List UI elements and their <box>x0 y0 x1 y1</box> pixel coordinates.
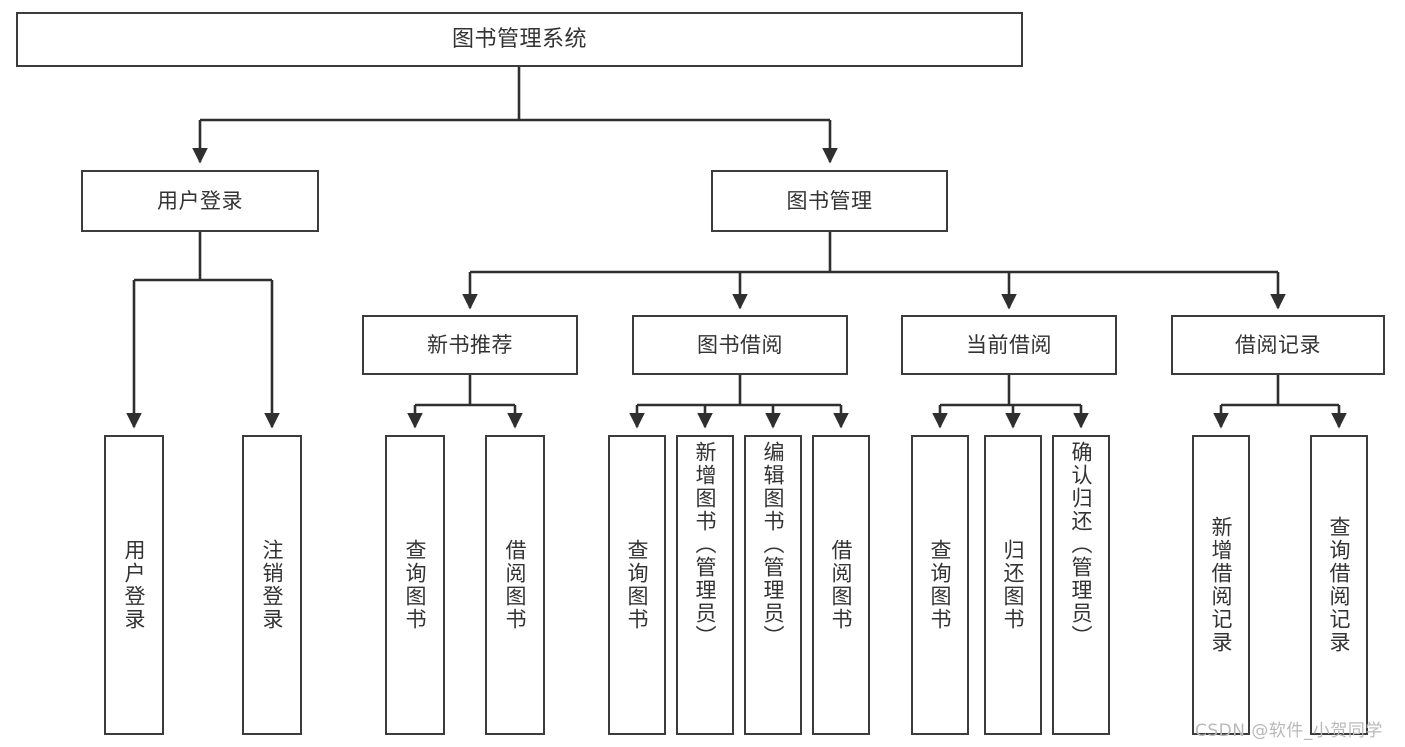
leaf-query-book-borrow-label: 查询图书 <box>625 539 650 631</box>
leaf-confirm-return-admin[interactable]: 确认归还（管理员） <box>1052 435 1110 735</box>
leaf-add-book-admin[interactable]: 新增图书（管理员） <box>676 435 734 735</box>
node-book-borrow[interactable]: 图书借阅 <box>632 315 848 375</box>
leaf-user-login-label: 用户登录 <box>122 539 147 631</box>
node-current-borrow-label: 当前借阅 <box>966 332 1052 357</box>
leaf-add-borrow-record-label: 新增借阅记录 <box>1209 516 1234 654</box>
leaf-edit-book-admin[interactable]: 编辑图书（管理员） <box>744 435 802 735</box>
node-root-label: 图书管理系统 <box>451 26 587 52</box>
node-borrow-record[interactable]: 借阅记录 <box>1171 315 1385 375</box>
node-book-management-label: 图书管理 <box>786 188 873 213</box>
leaf-add-borrow-record[interactable]: 新增借阅记录 <box>1192 435 1250 735</box>
node-user-login[interactable]: 用户登录 <box>81 170 319 232</box>
watermark-text: CSDN @软件_小贺同学 <box>1195 721 1383 741</box>
leaf-query-borrow-record[interactable]: 查询借阅记录 <box>1310 435 1368 735</box>
node-root[interactable]: 图书管理系统 <box>16 12 1023 67</box>
node-book-borrow-label: 图书借阅 <box>697 332 783 357</box>
leaf-query-book-current-label: 查询图书 <box>928 539 953 631</box>
node-new-book-recommend[interactable]: 新书推荐 <box>362 315 578 375</box>
leaf-user-login[interactable]: 用户登录 <box>104 435 164 735</box>
leaf-borrow-book-label: 借阅图书 <box>829 539 854 631</box>
node-user-login-label: 用户登录 <box>157 188 243 213</box>
leaf-query-book-new[interactable]: 查询图书 <box>385 435 445 735</box>
leaf-query-borrow-record-label: 查询借阅记录 <box>1327 516 1352 654</box>
leaf-confirm-return-admin-label: 确认归还（管理员） <box>1069 441 1094 648</box>
leaf-query-book-current[interactable]: 查询图书 <box>911 435 969 735</box>
leaf-return-book[interactable]: 归还图书 <box>984 435 1042 735</box>
leaf-logout[interactable]: 注销登录 <box>242 435 302 735</box>
leaf-borrow-book-new[interactable]: 借阅图书 <box>485 435 545 735</box>
leaf-query-book-borrow[interactable]: 查询图书 <box>608 435 666 735</box>
node-book-management[interactable]: 图书管理 <box>711 170 948 232</box>
node-current-borrow[interactable]: 当前借阅 <box>901 315 1117 375</box>
leaf-borrow-book[interactable]: 借阅图书 <box>812 435 870 735</box>
leaf-return-book-label: 归还图书 <box>1001 539 1026 631</box>
leaf-borrow-book-new-label: 借阅图书 <box>503 539 528 631</box>
leaf-edit-book-admin-label: 编辑图书（管理员） <box>761 441 786 648</box>
leaf-query-book-new-label: 查询图书 <box>403 539 428 631</box>
node-new-book-recommend-label: 新书推荐 <box>427 332 513 357</box>
leaf-logout-label: 注销登录 <box>260 539 285 631</box>
leaf-add-book-admin-label: 新增图书（管理员） <box>693 441 718 648</box>
node-borrow-record-label: 借阅记录 <box>1235 332 1321 357</box>
